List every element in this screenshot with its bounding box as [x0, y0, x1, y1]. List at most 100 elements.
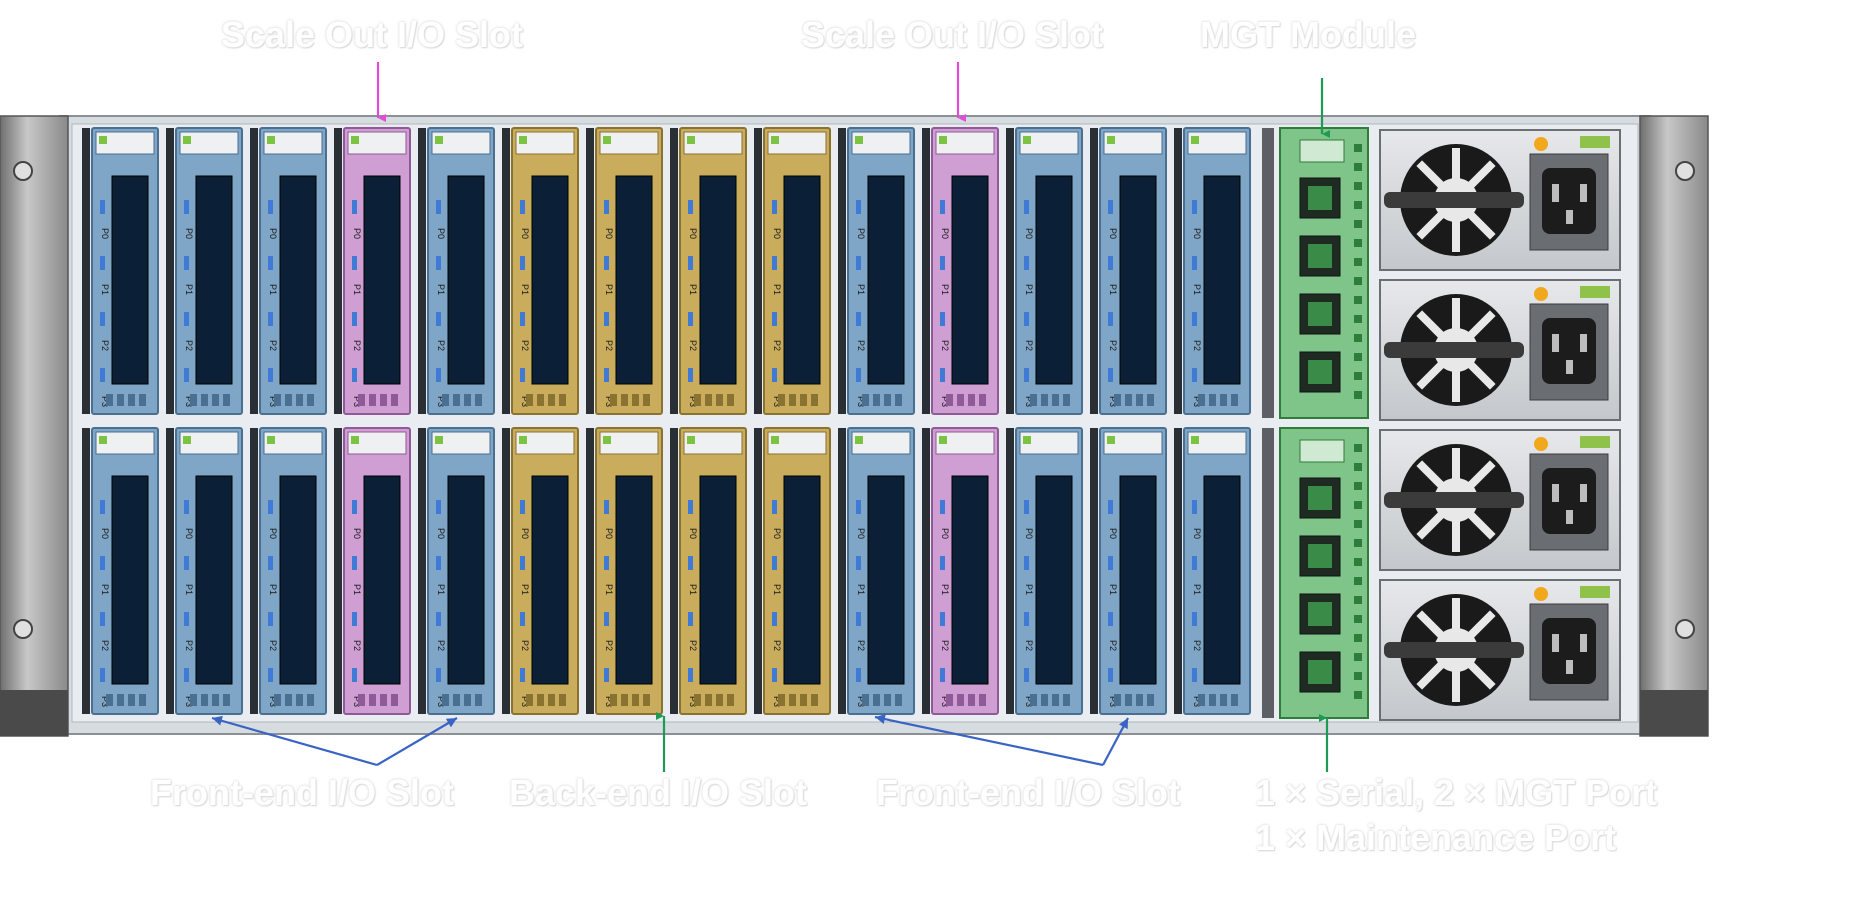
- card-port-slot: [783, 175, 821, 385]
- socket-pin: [1580, 334, 1587, 352]
- status-led-icon: [1023, 436, 1031, 444]
- card-latch: [307, 694, 314, 706]
- card-gap: [586, 128, 594, 414]
- port-label: P3: [1192, 396, 1202, 407]
- port-led-icon: [1108, 312, 1113, 326]
- port-label: P3: [184, 696, 194, 707]
- card-latch: [117, 394, 124, 406]
- port-led-icon: [688, 556, 693, 570]
- port-label: P0: [352, 228, 362, 239]
- card-latch: [212, 694, 219, 706]
- mgt-module-label: MGT Module: [1200, 14, 1416, 55]
- socket-pin: [1566, 510, 1573, 524]
- port-label: P3: [772, 396, 782, 407]
- mgt-vent: [1354, 315, 1362, 323]
- card-latch: [789, 394, 796, 406]
- port-led-icon: [856, 256, 861, 270]
- mgt-vent: [1354, 353, 1362, 361]
- port-label: P1: [184, 584, 194, 595]
- rack-ear-right: [1639, 115, 1709, 737]
- status-led-icon: [267, 136, 275, 144]
- card-latch: [1231, 694, 1238, 706]
- card-label-plate: [263, 431, 323, 455]
- port-label: P2: [520, 640, 530, 651]
- card-latch: [296, 694, 303, 706]
- card-latch: [380, 394, 387, 406]
- mgt-handle: [1262, 428, 1274, 718]
- rack-screw-icon: [1675, 161, 1695, 181]
- port-label: P1: [1108, 284, 1118, 295]
- card-latch: [223, 394, 230, 406]
- port-label: P0: [352, 528, 362, 539]
- card-latch: [968, 694, 975, 706]
- card-label-plate: [95, 131, 155, 155]
- port-led-icon: [856, 556, 861, 570]
- status-led-icon: [771, 136, 779, 144]
- card-gap: [250, 428, 258, 714]
- mgt-vent: [1354, 672, 1362, 680]
- card-latch: [117, 694, 124, 706]
- status-led-icon: [1107, 436, 1115, 444]
- card-latch: [716, 394, 723, 406]
- port-label: P0: [184, 228, 194, 239]
- card-port-slot: [615, 475, 653, 685]
- port-led-icon: [436, 556, 441, 570]
- back-end-slot-label: Back-end I/O Slot: [508, 772, 808, 813]
- status-led-icon: [435, 136, 443, 144]
- card-latch: [548, 394, 555, 406]
- port-led-icon: [352, 200, 357, 214]
- port-label: P0: [100, 228, 110, 239]
- mgt-vent: [1354, 182, 1362, 190]
- port-led-icon: [436, 612, 441, 626]
- card-latch: [453, 394, 460, 406]
- port-led-icon: [100, 500, 105, 514]
- port-led-icon: [688, 312, 693, 326]
- port-label: P0: [436, 228, 446, 239]
- card-latch: [705, 394, 712, 406]
- port-led-icon: [100, 256, 105, 270]
- card-latch: [1147, 694, 1154, 706]
- card-latch: [979, 394, 986, 406]
- card-port-slot: [951, 475, 989, 685]
- card-gap: [334, 128, 342, 414]
- port-led-icon: [100, 556, 105, 570]
- port-led-icon: [436, 256, 441, 270]
- port-label: P3: [1108, 696, 1118, 707]
- port-led-icon: [436, 368, 441, 382]
- card-latch: [526, 394, 533, 406]
- port-led-icon: [520, 312, 525, 326]
- port-label: P3: [688, 696, 698, 707]
- port-led-icon: [604, 312, 609, 326]
- card-latch: [391, 394, 398, 406]
- card-latch: [358, 694, 365, 706]
- port-led-icon: [520, 500, 525, 514]
- card-gap: [502, 428, 510, 714]
- card-latch: [296, 394, 303, 406]
- port-led-icon: [268, 256, 273, 270]
- port-led-icon: [184, 668, 189, 682]
- card-label-plate: [1103, 431, 1163, 455]
- card-latch: [1030, 394, 1037, 406]
- port-label: P2: [520, 340, 530, 351]
- port-led-icon: [1108, 500, 1113, 514]
- port-led-icon: [688, 612, 693, 626]
- card-label-plate: [431, 431, 491, 455]
- port-label: P3: [604, 396, 614, 407]
- card-latch: [559, 694, 566, 706]
- card-latch: [190, 394, 197, 406]
- status-led-icon: [687, 136, 695, 144]
- card-label-plate: [599, 431, 659, 455]
- card-label-plate: [599, 131, 659, 155]
- port-led-icon: [688, 500, 693, 514]
- card-latch: [705, 694, 712, 706]
- card-latch: [1209, 394, 1216, 406]
- port-label: P3: [940, 696, 950, 707]
- card-latch: [548, 694, 555, 706]
- card-label-plate: [347, 131, 407, 155]
